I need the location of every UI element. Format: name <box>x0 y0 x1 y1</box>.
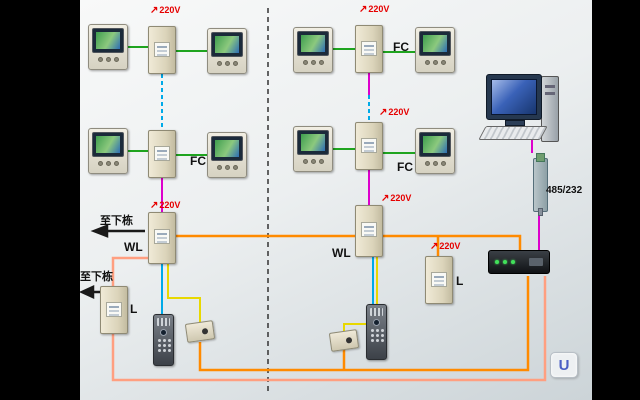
power-label: ↗220V <box>150 200 181 211</box>
indoor-monitor <box>293 126 333 172</box>
power-arrow-icon: ↗ <box>381 193 390 204</box>
monitor-screen <box>211 136 243 161</box>
monitor-picture <box>301 35 325 52</box>
logo-letter: U <box>558 356 570 374</box>
door-station <box>366 304 387 360</box>
to-next-building-label: 至下栋 <box>80 271 113 283</box>
unit-sticker <box>361 40 377 56</box>
unit-sticker <box>154 145 170 161</box>
l-label: L <box>130 302 138 316</box>
next-building-arrows <box>80 224 145 299</box>
monitor-picture <box>96 32 120 49</box>
monitor-picture <box>301 134 325 151</box>
power-label: ↗220V <box>430 241 461 252</box>
fc-label: FC <box>397 160 413 174</box>
keypad <box>370 329 384 342</box>
monitor-screen <box>297 130 329 155</box>
green-wires <box>128 46 415 156</box>
monitor-buttons <box>419 60 451 65</box>
salmon-wires <box>111 256 547 382</box>
camera-lens <box>373 319 380 326</box>
power-arrow-icon: ↗ <box>379 107 388 118</box>
monitor-buttons <box>419 161 451 166</box>
converter-label: 485/232 <box>546 185 583 196</box>
pc-keyboard <box>478 126 548 140</box>
monitor-buttons <box>92 161 124 166</box>
monitor-picture <box>215 140 239 157</box>
monitor-buttons <box>92 57 124 62</box>
pc-monitor <box>486 74 542 126</box>
pc-screen <box>491 79 537 115</box>
wiring-diagram-canvas: U FC FC FC WL WL L L 485/232 至下栋 至下栋 ↗22… <box>80 0 592 400</box>
monitor-picture <box>423 35 447 52</box>
monitor-screen <box>419 31 451 56</box>
speaker-grille <box>157 318 170 326</box>
fc-label: FC <box>393 40 409 54</box>
pc-stand <box>505 120 525 126</box>
power-label: ↗220V <box>381 193 412 204</box>
power-label: ↗220V <box>379 107 410 118</box>
network-interface-box <box>488 250 550 274</box>
monitor-picture <box>96 136 120 153</box>
keypad <box>157 339 171 352</box>
line-unit-l <box>425 256 453 304</box>
fc-label: FC <box>190 154 206 168</box>
door-reader <box>184 320 216 343</box>
magenta-wires <box>161 73 540 250</box>
monitor-screen <box>211 32 243 57</box>
unit-sticker <box>154 41 170 57</box>
camera-lens <box>160 329 167 336</box>
line-unit-l <box>100 286 128 334</box>
wire-layer <box>80 8 547 392</box>
door-station <box>153 314 174 366</box>
unit-sticker <box>431 271 447 287</box>
monitor-buttons <box>297 60 329 65</box>
network-controller-wl <box>355 205 383 257</box>
indoor-monitor <box>207 28 247 74</box>
monitor-screen <box>419 132 451 157</box>
wl-label: WL <box>332 246 351 260</box>
to-next-building-label: 至下栋 <box>100 215 133 227</box>
monitor-picture <box>215 36 239 53</box>
power-label: ↗220V <box>359 4 390 15</box>
indoor-monitor <box>415 27 455 73</box>
unit-sticker <box>361 137 377 153</box>
monitor-buttons <box>211 165 243 170</box>
floor-controller-fc <box>148 130 176 178</box>
monitor-screen <box>92 132 124 157</box>
floor-controller-fc <box>355 122 383 170</box>
l-label: L <box>456 274 464 288</box>
power-label: ↗220V <box>150 5 181 16</box>
indoor-monitor <box>207 132 247 178</box>
indoor-monitor <box>293 27 333 73</box>
indoor-monitor <box>415 128 455 174</box>
power-arrow-icon: ↗ <box>150 5 159 16</box>
indoor-monitor <box>88 128 128 174</box>
wl-label: WL <box>124 240 143 254</box>
brand-logo: U <box>550 352 578 378</box>
power-arrow-icon: ↗ <box>430 241 439 252</box>
unit-sticker <box>154 229 170 244</box>
monitor-screen <box>297 31 329 56</box>
monitor-screen <box>92 28 124 53</box>
unit-sticker <box>106 301 122 317</box>
power-arrow-icon: ↗ <box>150 200 159 211</box>
floor-controller-fc <box>148 26 176 74</box>
cyan-wires <box>161 257 374 314</box>
orange-wires <box>175 234 530 372</box>
indoor-monitor <box>88 24 128 70</box>
power-arrow-icon: ↗ <box>359 4 368 15</box>
cyan-dashed-wires <box>161 74 370 130</box>
yellow-wires <box>167 257 378 331</box>
monitor-buttons <box>211 61 243 66</box>
monitor-buttons <box>297 159 329 164</box>
network-controller-wl <box>148 212 176 264</box>
unit-sticker <box>361 222 377 237</box>
floor-controller-fc <box>355 25 383 73</box>
monitor-picture <box>423 136 447 153</box>
speaker-grille <box>370 308 383 316</box>
converter-485-232 <box>533 153 548 216</box>
door-reader <box>328 329 360 352</box>
